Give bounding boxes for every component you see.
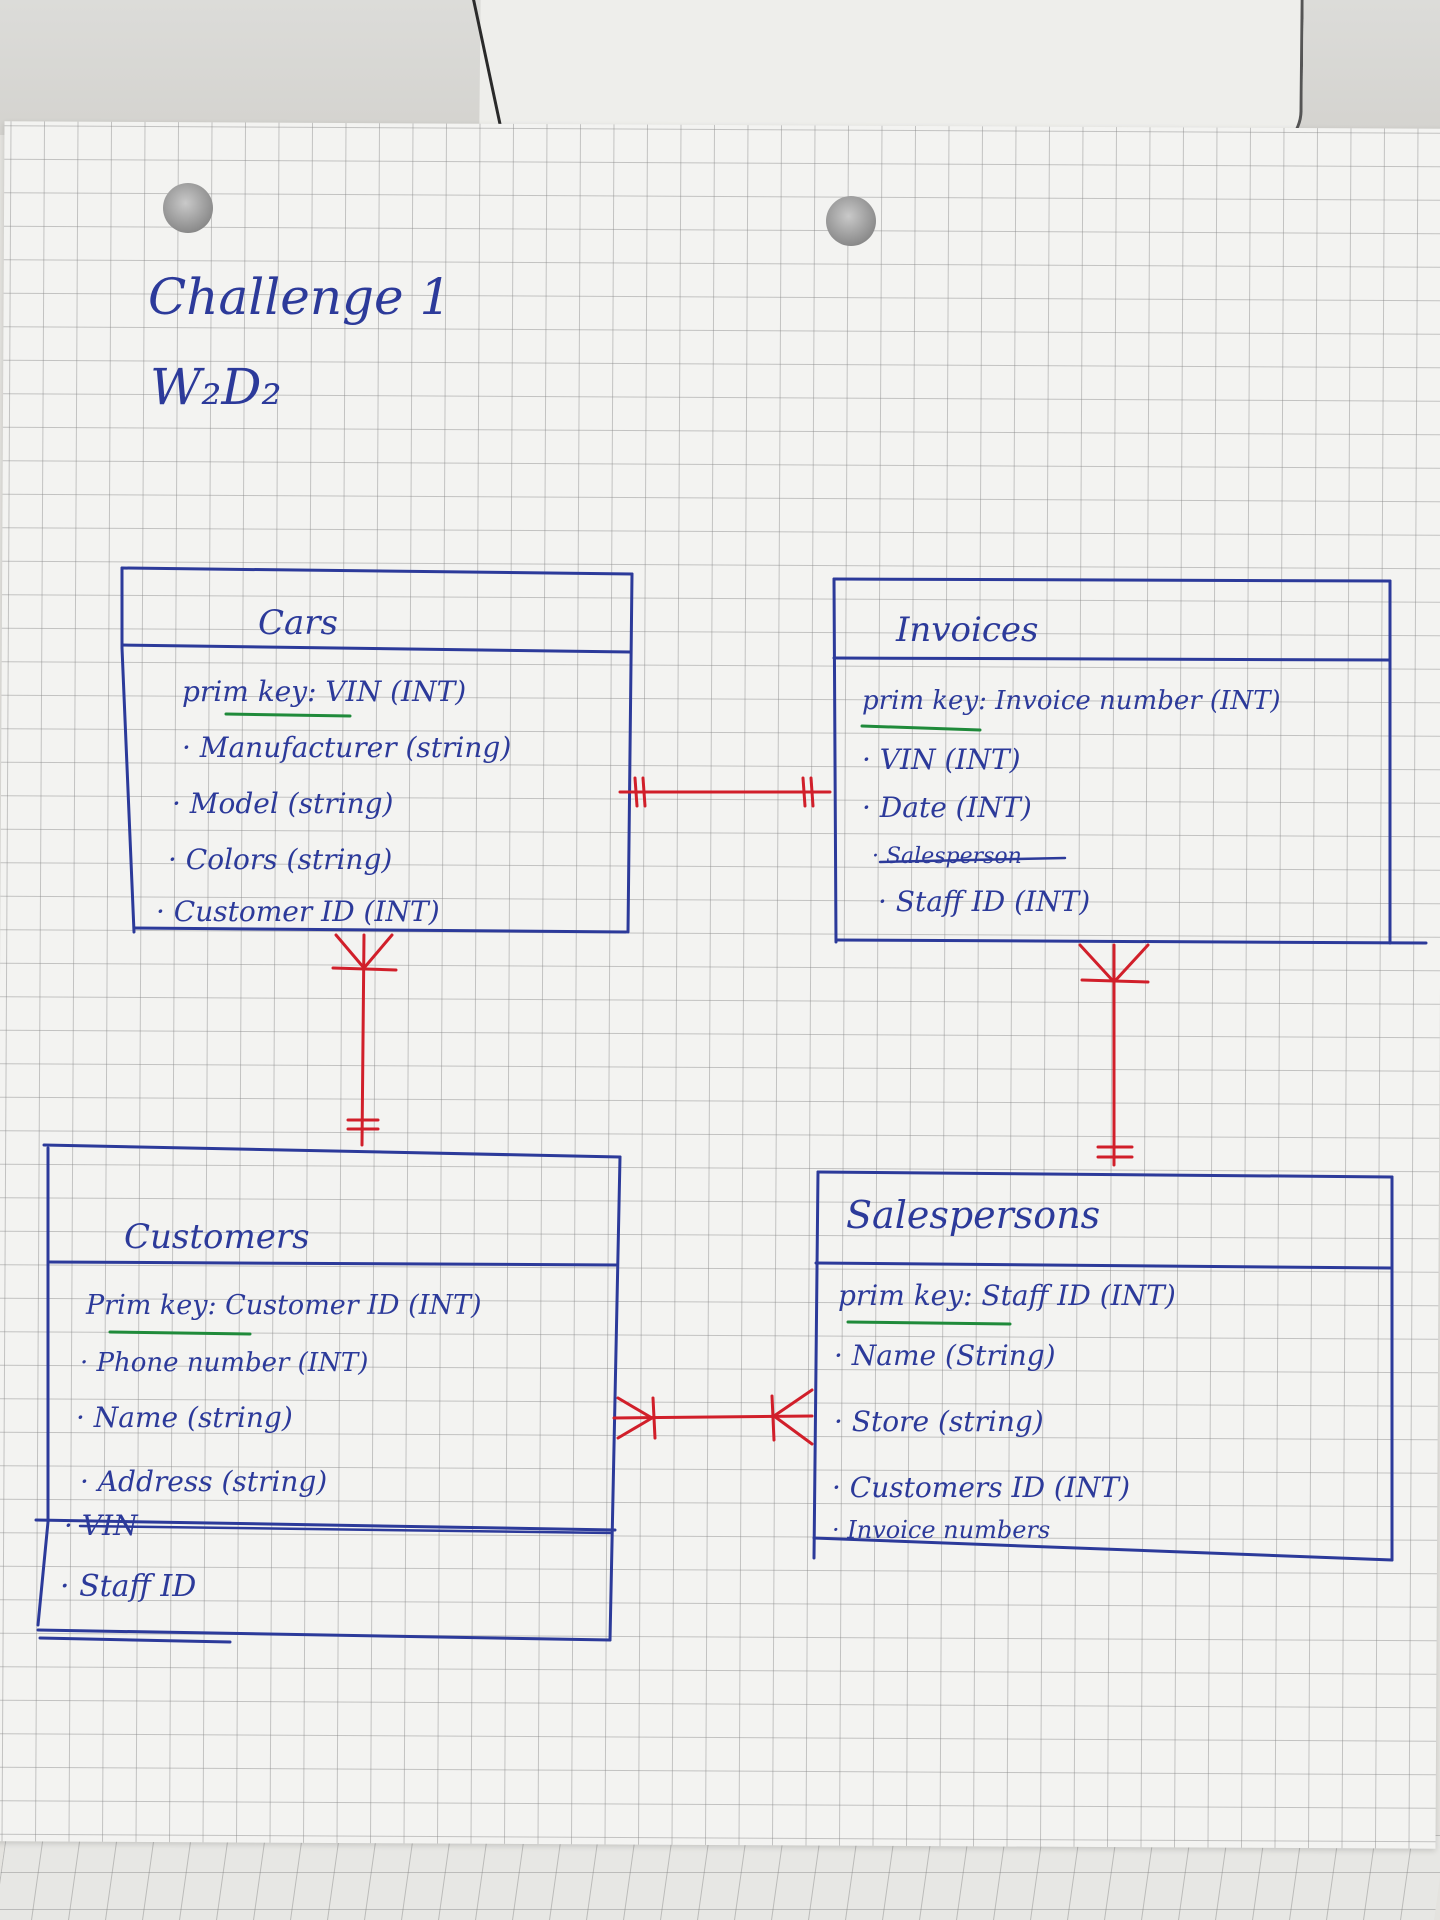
customers-entity-box: [34, 1143, 622, 1644]
cars-pk-value: : VIN (INT): [307, 675, 467, 708]
relationship-customers-salespersons: [612, 1388, 814, 1446]
cars-entity-box: [120, 566, 634, 934]
invoices-salesperson-strike: [878, 856, 1067, 864]
invoices-attribute-salesperson-struck: · Salesperson: [872, 844, 1022, 869]
customers-attribute-phone-number: · Phone number (INT): [80, 1348, 369, 1378]
cars-pk-label: prim key: [182, 675, 308, 708]
invoices-entity-box: [832, 577, 1428, 945]
customers-attribute-name: · Name (string): [76, 1401, 293, 1434]
punch-hole-left: [163, 183, 213, 233]
relationship-cars-customers: [331, 933, 398, 1147]
invoices-attribute-staff-id: · Staff ID (INT): [878, 885, 1091, 918]
invoices-entity-title: Invoices: [896, 610, 1039, 650]
salespersons-attribute-pk: prim key: Staff ID (INT): [838, 1282, 1176, 1310]
invoices-attribute-vin: · VIN (INT): [862, 743, 1021, 776]
salespersons-pk-label: prim key: [838, 1279, 964, 1312]
customers-attribute-staff-id: · Staff ID: [60, 1569, 197, 1604]
customers-pk-label: Prim key: [86, 1290, 208, 1321]
page-subtitle: W₂D₂: [150, 358, 282, 416]
cars-entity-title: Cars: [258, 603, 338, 643]
customers-entity-title: Customers: [124, 1217, 310, 1257]
invoices-pk-label: prim key: [862, 686, 979, 716]
salespersons-attribute-name: · Name (String): [834, 1339, 1056, 1372]
cars-attribute-manufacturer: · Manufacturer (string): [182, 731, 512, 764]
salespersons-entity-title: Salespersons: [846, 1193, 1101, 1237]
customers-vin-strike: [78, 1524, 614, 1535]
cars-attribute-customer-id: · Customer ID (INT): [156, 895, 440, 928]
cars-attribute-colors: · Colors (string): [168, 843, 393, 876]
relationship-invoices-salespersons: [1078, 943, 1150, 1167]
customers-pk-value: : Customer ID (INT): [207, 1290, 482, 1321]
punch-hole-right: [826, 196, 876, 246]
customers-attribute-pk: Prim key: Customer ID (INT): [86, 1292, 482, 1319]
salespersons-entity-box: [812, 1170, 1394, 1562]
salespersons-attribute-customers-id: · Customers ID (INT): [832, 1471, 1131, 1504]
salespersons-pk-underline: [846, 1320, 1012, 1326]
cars-attribute-pk: prim key: VIN (INT): [182, 678, 466, 706]
customers-pk-underline: [108, 1330, 252, 1336]
customers-attribute-vin-struck: · VIN: [64, 1509, 138, 1542]
invoices-pk-underline: [860, 724, 982, 732]
salespersons-attribute-store: · Store (string): [834, 1405, 1044, 1438]
customers-attribute-address: · Address (string): [80, 1465, 328, 1498]
salespersons-attribute-invoice-numbers: · Invoice numbers: [832, 1516, 1051, 1544]
invoices-pk-value: : Invoice number (INT): [978, 686, 1281, 716]
relationship-cars-invoices: [618, 776, 832, 808]
cars-pk-underline: [224, 712, 352, 718]
cars-attribute-model: · Model (string): [172, 787, 394, 820]
salespersons-pk-value: : Staff ID (INT): [963, 1279, 1176, 1312]
invoices-attribute-date: · Date (INT): [862, 791, 1032, 824]
page-title: Challenge 1: [148, 268, 452, 326]
invoices-attribute-pk: prim key: Invoice number (INT): [862, 688, 1281, 714]
